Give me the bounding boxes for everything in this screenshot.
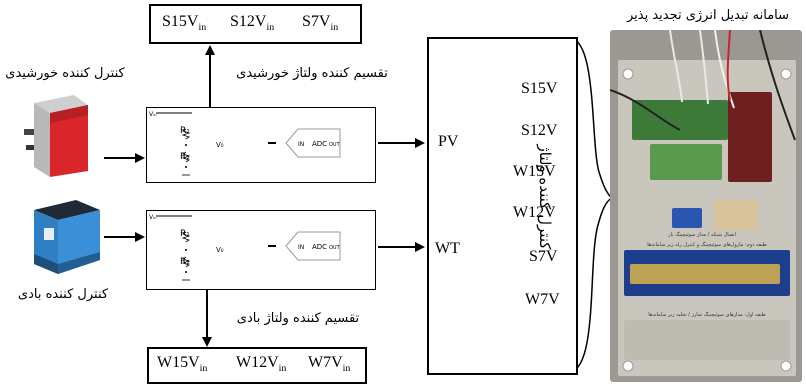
controller-output-3: W15V: [513, 163, 556, 180]
solar-adc-block: [285, 128, 341, 158]
wind-adc-label: ADC: [312, 243, 327, 251]
wind-controller-device: [28, 198, 104, 280]
solar-controller-icon: [24, 95, 88, 177]
solar-adc-out: OUT: [329, 142, 341, 148]
board-controller: [728, 92, 772, 182]
wind-vin-label: Vᵢₙ: [149, 214, 157, 221]
solar-adc-label: ADC: [312, 140, 327, 148]
solar-output-label-1: S15Vin: [162, 13, 207, 34]
controller-output-6: W7V: [525, 291, 560, 308]
solar-controller-device: [22, 93, 100, 181]
solar-controller-title: کنترل کننده خورشیدی: [5, 66, 125, 81]
photo-label-grid: اتصال شبکه / مدار سوئیچینگ بار: [668, 232, 736, 238]
wind-divider-title: تقسیم کننده ولتاژ بادی: [236, 311, 360, 326]
solar-vin-label: Vᵢₙ: [149, 111, 157, 118]
board-green-2: [650, 144, 722, 180]
wind-vo-label: V₀: [216, 246, 224, 254]
solar-output-label-2: S12Vin: [230, 13, 275, 34]
solar-divider-schematic: Vᵢₙ R₁ R₂ V₀ IN ADC OUT: [149, 111, 341, 176]
wind-controller-title: کنترل کننده بادی: [17, 287, 109, 302]
photo-label-layer1: طبقه اول: مدارهای سوئیچینگ شارژ / تخلیه …: [648, 312, 766, 318]
system-title: سامانه تبدیل انرژی تجدید پذیر: [626, 8, 790, 23]
wind-r1-label: R₁: [180, 229, 190, 239]
lower-panel: [624, 320, 790, 360]
controller-output-5: S7V: [529, 248, 558, 265]
solar-vo-label: V₀: [216, 141, 224, 149]
solar-adc-in: IN: [298, 141, 304, 148]
hardware-photo: اتصال شبکه / مدار سوئیچینگ بار طبقه دوم:…: [610, 30, 802, 382]
wind-controller-icon: [34, 200, 100, 274]
wires: [610, 30, 796, 372]
wind-adc-out: OUT: [329, 245, 341, 251]
controller-output-4: W12V: [513, 204, 556, 221]
wind-output-label-2: W12Vin: [236, 354, 287, 375]
wind-divider-schematic: Vᵢₙ R₁ R₂ V₀ IN ADC OUT: [149, 214, 341, 281]
relay-single: [672, 208, 702, 228]
solar-r1-label: R₁: [180, 126, 190, 136]
box-beige: [714, 200, 758, 230]
solar-output-box: [149, 4, 362, 44]
controller-output-1: S15V: [521, 80, 558, 97]
wind-output-label-3: W7Vin: [308, 354, 351, 375]
input-wt: WT: [435, 240, 460, 257]
voltage-controller-box: [427, 37, 578, 375]
board-green: [632, 100, 728, 140]
relay-row: [630, 264, 780, 284]
wind-adc-block: [285, 231, 341, 261]
solar-output-label-3: S7Vin: [302, 13, 339, 34]
photo-label-layer2: طبقه دوم: ماژول‌های سوئیچینگ و کنترل رله…: [647, 242, 767, 248]
wind-output-label-1: W15Vin: [157, 354, 208, 375]
voltage-controller-title: کنترل کننده ولتاژ: [536, 144, 554, 250]
wind-adc-in: IN: [298, 244, 304, 251]
input-pv: PV: [438, 133, 459, 150]
solar-divider-title: تقسیم کننده ولتاژ خورشیدی: [236, 66, 388, 81]
controller-output-2: S12V: [521, 122, 558, 139]
wind-output-box: [147, 347, 367, 384]
